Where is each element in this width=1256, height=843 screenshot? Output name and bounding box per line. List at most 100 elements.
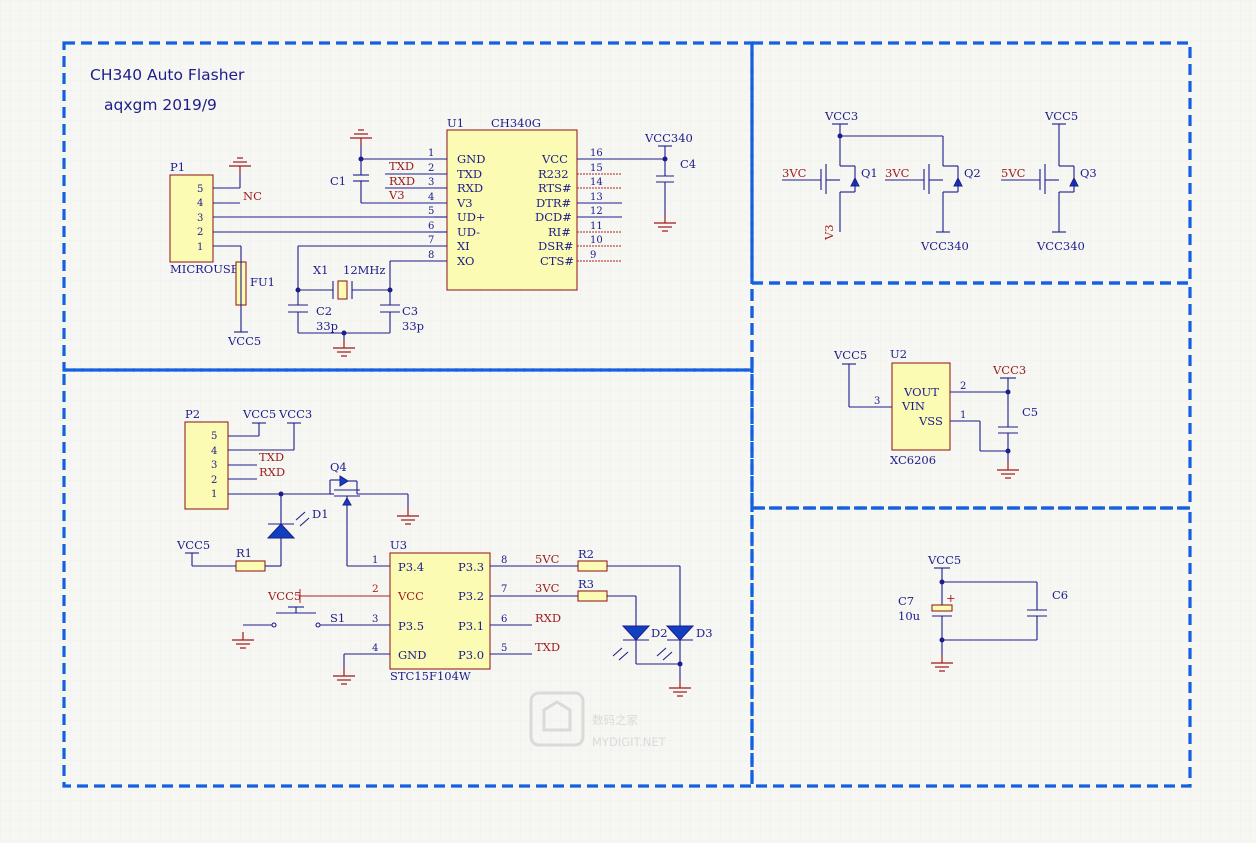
u3-pin8-num: 8 (501, 555, 507, 566)
watermark-logo-icon (529, 691, 585, 747)
u2-vin: VIN (901, 399, 925, 413)
u1-pin10-num: 10 (590, 235, 603, 246)
p2-pin4: 4 (211, 446, 217, 457)
u2-vcc3: VCC3 (992, 363, 1026, 377)
c4-cap: VCC340 C4 (644, 131, 696, 232)
section-caps (750, 506, 1192, 788)
p2-ref: P2 (185, 407, 200, 421)
c4-label: C4 (680, 157, 696, 171)
u1-udm: UD- (457, 225, 480, 239)
u1-pin16-num: 16 (590, 148, 603, 159)
u1-rts: RTS# (538, 181, 572, 195)
u1-dsr: DSR# (538, 239, 573, 253)
u3-p35: P3.5 (398, 619, 424, 633)
u3-vcc5: VCC5 (267, 589, 301, 603)
u3-p32: P3.2 (458, 589, 484, 603)
u1-pin5-num: 5 (428, 206, 434, 217)
c1-cap: C1 (330, 129, 373, 203)
c3-label: C3 (402, 304, 418, 318)
u2-pin3: 3 (874, 396, 880, 407)
p2-vcc3: VCC3 (278, 407, 312, 421)
c6-label: C6 (1052, 588, 1068, 602)
p2-rxd: RXD (259, 465, 285, 479)
u3-pin4-num: 4 (372, 643, 378, 654)
u1-pin14-num: 14 (590, 177, 603, 188)
r1-vcc5: VCC5 (176, 538, 210, 552)
u2-pin2: 2 (960, 381, 966, 392)
q2-label: Q2 (964, 166, 981, 180)
u1-pin12-num: 12 (590, 206, 603, 217)
u2-ref: U2 (890, 347, 907, 361)
p1-pin1: 1 (197, 242, 203, 253)
c3-value: 33p (402, 319, 424, 333)
q3-out: VCC340 (1036, 239, 1085, 253)
led-d1: D1 (266, 494, 329, 566)
u1-part: CH340G (491, 116, 541, 130)
p2-header: P2 5 4 3 2 1 VCC5 VCC3 TXD RXD (184, 407, 330, 510)
s1-label: S1 (330, 611, 345, 625)
r3-label: R3 (578, 577, 594, 591)
watermark-cn: 数码之家 (592, 713, 638, 727)
c2-label: C2 (316, 304, 332, 318)
c7-plus: + (946, 591, 956, 605)
q3-vcc5: VCC5 (1044, 109, 1078, 123)
p1-ref: P1 (170, 160, 185, 174)
u1-vcc: VCC (541, 152, 568, 166)
fu1-label: FU1 (250, 275, 275, 289)
watermark: 数码之家 MYDIGIT.NET (529, 691, 667, 749)
r2-label: R2 (578, 547, 594, 561)
c7-label: C7 (898, 594, 914, 608)
u1-cts: CTS# (540, 254, 574, 268)
u1-pin15-num: 15 (590, 163, 603, 174)
u1-v3: V3 (456, 196, 473, 210)
x1-value: 12MHz (343, 263, 386, 277)
p1-name: MICROUSB (170, 262, 239, 276)
u2-pin1: 1 (960, 410, 966, 421)
c2-value: 33p (316, 319, 338, 333)
u1-ri: RI# (548, 225, 571, 239)
u3-p34: P3.4 (398, 560, 424, 574)
u3-gnd: GND (398, 648, 426, 662)
q1-label: Q1 (861, 166, 878, 180)
c5-label: C5 (1022, 405, 1038, 419)
title-line2: aqxgm 2019/9 (104, 96, 217, 114)
u2-part: XC6206 (890, 453, 936, 467)
u1-txd: TXD (457, 167, 482, 181)
p1-pin2: 2 (197, 227, 203, 238)
u1-pin2-num: 2 (428, 163, 434, 174)
u3-net-rxd: RXD (535, 611, 561, 625)
d2-label: D2 (651, 626, 668, 640)
u3-pin2-num: 2 (372, 583, 379, 595)
p2-pin1: 1 (211, 489, 217, 500)
p1-vcc5: VCC5 (227, 334, 261, 348)
q1-out: V3 (822, 224, 836, 241)
p1-pin3: 3 (197, 213, 203, 224)
u1-xo: XO (457, 254, 474, 268)
d3-label: D3 (696, 626, 713, 640)
u3-vcc: VCC (397, 589, 424, 603)
section-mcu (62, 368, 754, 788)
u1-net-v3: V3 (388, 188, 405, 202)
u3-pin5-num: 5 (501, 643, 507, 654)
p2-pin5: 5 (211, 431, 217, 442)
u1-pin7-num: 7 (428, 235, 434, 246)
u1-dcd: DCD# (535, 210, 572, 224)
u3-pin1-num: 1 (372, 555, 378, 566)
u3-p31: P3.1 (458, 619, 484, 633)
u3-net-txd: TXD (535, 640, 560, 654)
u2-vss: VSS (918, 414, 943, 428)
q2-out: VCC340 (920, 239, 969, 253)
u3-net-5vc: 5VC (535, 552, 560, 566)
vcc340-label: VCC340 (644, 131, 693, 145)
p2-txd: TXD (259, 450, 284, 464)
u3-p33: P3.3 (458, 560, 484, 574)
d1-label: D1 (312, 507, 329, 521)
u1-udp: UD+ (457, 210, 486, 224)
u1-net-txd: TXD (389, 159, 414, 173)
title-line1: CH340 Auto Flasher (90, 66, 245, 84)
p1-pin4: 4 (197, 198, 203, 209)
p2-vcc5: VCC5 (242, 407, 276, 421)
u3-stc15: U3 1 2 3 4 P3.4 VCC P3.5 GND P3.3 P3.2 P… (231, 538, 578, 685)
u3-pin7-num: 7 (501, 584, 507, 595)
